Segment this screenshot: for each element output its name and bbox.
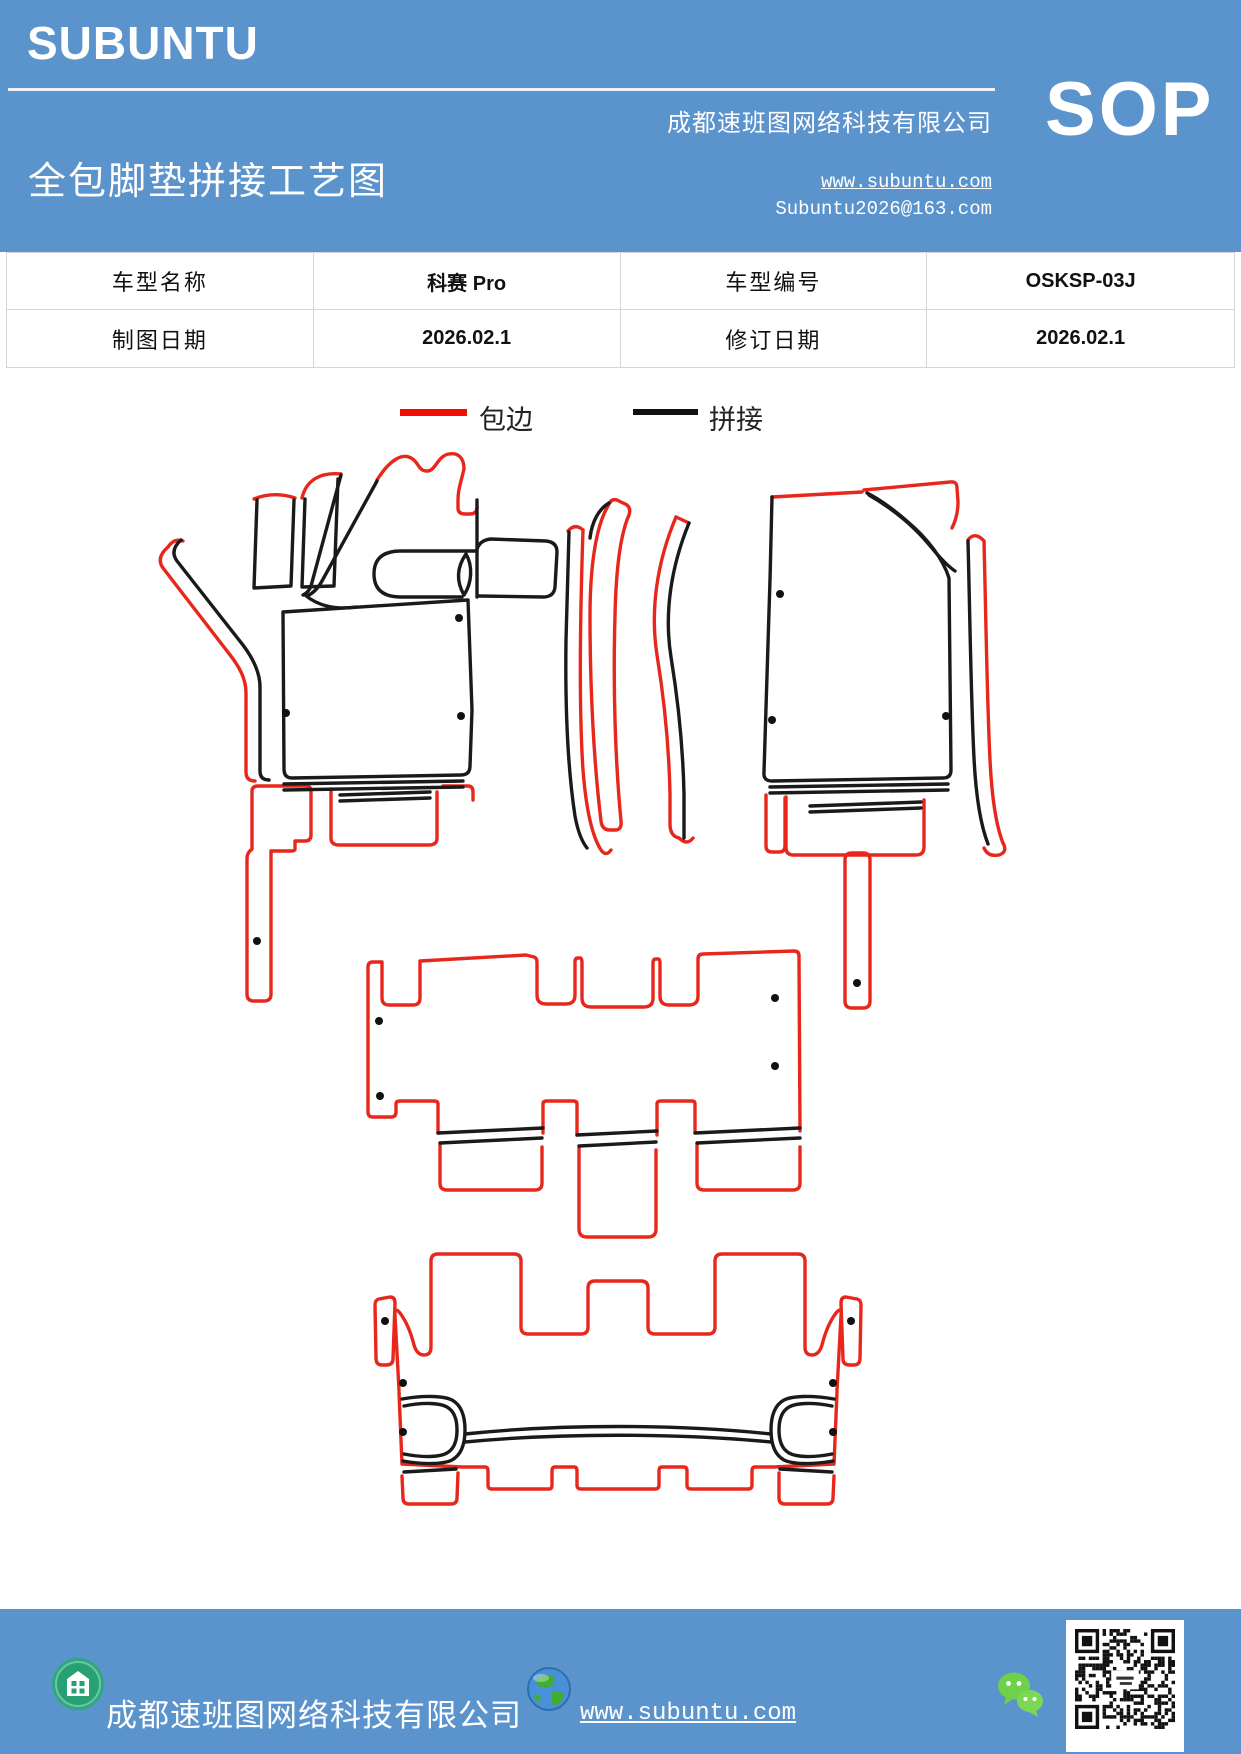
company-name-header: 成都速班图网络科技有限公司	[667, 111, 992, 137]
edging-label: 包边	[479, 405, 533, 435]
building-icon	[52, 1658, 104, 1710]
value-revision-date: 2026.02.1	[1036, 327, 1126, 349]
second-row-mat	[366, 949, 802, 1239]
label-drawing-date: 制图日期	[7, 310, 314, 367]
wechat-icon	[998, 1672, 1043, 1717]
front-right-mat	[588, 480, 1007, 1010]
value-drawing-date: 2026.02.1	[314, 310, 621, 367]
value-model-name: 科赛 Pro	[313, 253, 621, 310]
label-model-name: 车型名称	[7, 253, 314, 310]
header-divider	[8, 88, 995, 91]
vehicle-info-table: 车型名称 科赛 Pro 车型编号 OSKSP-03J 制图日期 2026.02.…	[6, 252, 1235, 368]
company-name-footer: 成都速班图网络科技有限公司	[106, 1698, 522, 1733]
brand-logo: SUBUNTU	[27, 17, 259, 69]
website-link-footer[interactable]: www.subuntu.com	[580, 1700, 797, 1727]
email-link-header[interactable]: Subuntu2026@163.com	[775, 198, 992, 220]
header-band: SUBUNTU 全包脚垫拼接工艺图 成都速班图网络科技有限公司 www.subu…	[0, 0, 1241, 252]
footer-band	[0, 1609, 1241, 1754]
qr-code	[1066, 1620, 1184, 1752]
value-model-code: OSKSP-03J	[927, 253, 1234, 310]
splice-color-swatch	[633, 409, 698, 415]
label-revision-date: 修订日期	[621, 310, 928, 367]
label-model-code: 车型编号	[620, 253, 928, 310]
front-left-mat	[158, 451, 613, 1003]
sop-badge: SOP	[1045, 67, 1215, 152]
website-link-header[interactable]: www.subuntu.com	[820, 171, 992, 193]
splice-label: 拼接	[709, 405, 763, 435]
third-row-mat	[373, 1252, 863, 1506]
edging-color-swatch	[400, 409, 467, 416]
page-title: 全包脚垫拼接工艺图	[28, 161, 389, 203]
globe-icon	[527, 1667, 571, 1711]
